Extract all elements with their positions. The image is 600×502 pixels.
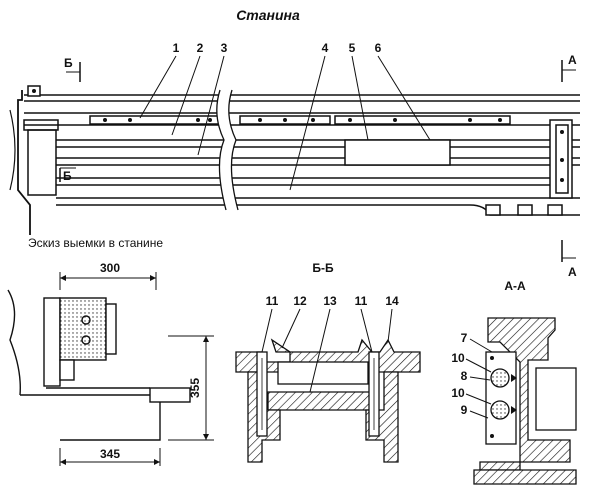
callout-6: 6 — [375, 41, 431, 141]
svg-text:А: А — [568, 265, 577, 279]
svg-text:11: 11 — [266, 294, 279, 308]
svg-text:1: 1 — [173, 41, 180, 55]
section-bb-title: Б-Б — [312, 261, 334, 275]
svg-text:Б: Б — [64, 56, 73, 70]
bed-main-view — [9, 85, 580, 235]
svg-text:9: 9 — [461, 403, 468, 417]
callout-1: 1 — [139, 41, 180, 119]
callout-3: 3 — [197, 41, 228, 156]
cut-mark-a-top: А — [561, 53, 577, 82]
recess-sketch — [7, 272, 214, 466]
cut-mark-b-mid: Б — [59, 167, 76, 183]
svg-text:10: 10 — [451, 386, 465, 400]
section-bb — [235, 338, 421, 463]
dim-345: 345 — [100, 447, 120, 461]
main-callouts: 1 2 3 4 5 6 — [139, 41, 431, 191]
svg-text:2: 2 — [197, 41, 204, 55]
dim-355: 355 — [188, 378, 202, 398]
callout-2: 2 — [171, 41, 204, 136]
cut-mark-a-bottom: А — [561, 240, 577, 279]
svg-text:А: А — [568, 53, 577, 67]
svg-text:8: 8 — [461, 369, 468, 383]
section-aa — [473, 317, 577, 485]
callout-4: 4 — [289, 41, 329, 191]
dim-300: 300 — [100, 261, 120, 275]
sketch-caption: Эскиз выемки в станине — [28, 236, 163, 250]
svg-text:14: 14 — [385, 294, 399, 308]
dim-arrows — [60, 275, 209, 465]
svg-text:Б: Б — [63, 169, 72, 183]
aa-callouts: 7 10 8 10 9 — [451, 331, 493, 419]
fasteners — [32, 89, 564, 182]
bb-callouts: 11 12 13 11 14 — [261, 294, 399, 393]
svg-text:7: 7 — [461, 331, 468, 345]
svg-text:3: 3 — [221, 41, 228, 55]
svg-text:4: 4 — [322, 41, 329, 55]
svg-text:12: 12 — [293, 294, 307, 308]
callout-5: 5 — [349, 41, 369, 141]
aa-fasteners — [490, 356, 517, 438]
break-line — [216, 90, 238, 210]
svg-text:6: 6 — [375, 41, 382, 55]
svg-text:11: 11 — [355, 294, 368, 308]
drawing-title: Станина — [236, 7, 300, 23]
cut-mark-b-top: Б — [64, 56, 81, 82]
section-aa-title: А-А — [504, 279, 526, 293]
svg-text:10: 10 — [451, 351, 465, 365]
svg-text:5: 5 — [349, 41, 356, 55]
svg-text:13: 13 — [323, 294, 337, 308]
